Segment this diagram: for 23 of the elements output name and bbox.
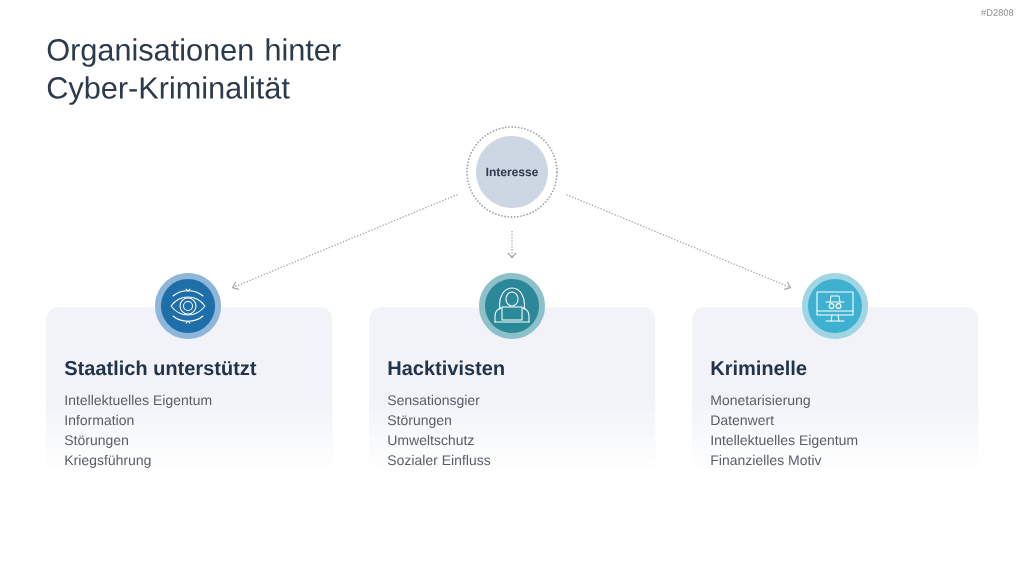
- eye-icon: [155, 273, 221, 339]
- arrow: [507, 230, 517, 259]
- reference-code: #D2808: [981, 9, 1014, 16]
- card-heading: Staatlich unterstützt: [64, 360, 257, 376]
- list-item: Monetarisierung: [711, 394, 810, 408]
- list-item: Kriegsführung: [65, 454, 151, 468]
- hacker-icon: [479, 273, 545, 339]
- arrow: [231, 193, 459, 290]
- list-item: Störungen: [64, 435, 128, 448]
- title: Organisationen hinter Cyber-Kriminalität: [47, 38, 341, 105]
- card-heading: Kriminelle: [711, 360, 807, 376]
- list-item: Umweltschutz: [388, 434, 474, 446]
- card-heading: Hacktivisten: [388, 360, 504, 376]
- list-item: Intellektuelles Eigentum: [65, 394, 212, 408]
- list-item: Störungen: [387, 415, 451, 428]
- list-item: Intellektuelles Eigentum: [711, 434, 858, 448]
- arrow: [565, 193, 792, 290]
- list-item: Datenwert: [711, 415, 774, 426]
- list-item: Sensationsgier: [387, 394, 480, 408]
- list-item: Sozialer Einfluss: [387, 454, 491, 466]
- list-item: Finanzielles Motiv: [711, 454, 822, 466]
- monitor-icon: [802, 273, 868, 339]
- list-item: Information: [65, 414, 134, 426]
